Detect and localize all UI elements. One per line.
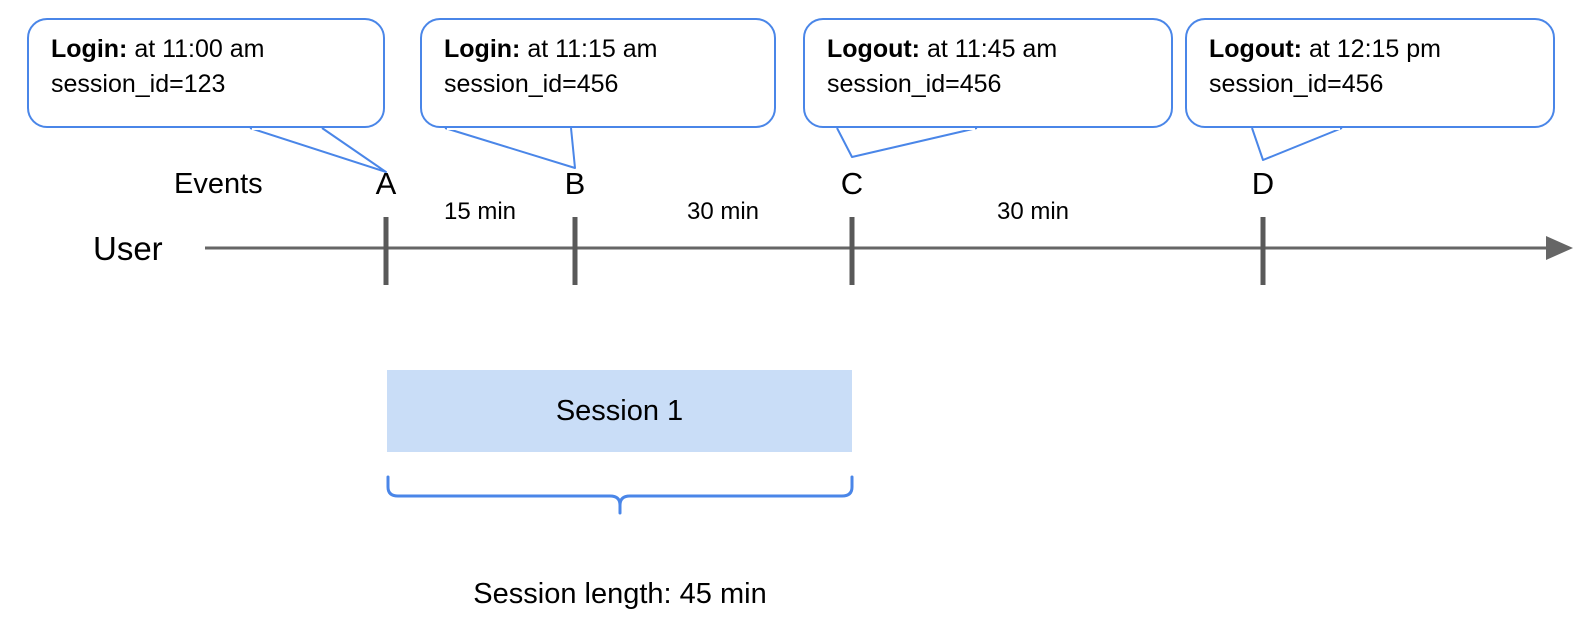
callout-a-kind: Login: xyxy=(51,35,128,63)
interval-label-a-b: 15 min xyxy=(443,198,517,225)
callout-a-line1: Login: at 11:00 am xyxy=(51,32,365,67)
callout-tail-c xyxy=(836,127,978,158)
session-bar: Session 1 xyxy=(387,370,852,452)
user-row-label: User xyxy=(93,230,163,267)
callout-c-time: at 11:45 am xyxy=(926,35,1058,63)
interval-label-b-c: 30 min xyxy=(686,198,760,225)
callout-a-session: session_id=123 xyxy=(51,69,226,98)
callout-a-time: at 11:00 am xyxy=(134,35,265,63)
callout-event-d: Logout: at 12:15 pm session_id=456 xyxy=(1185,18,1555,128)
event-label-b: B xyxy=(564,166,586,201)
callout-c-kind: Logout: xyxy=(827,35,921,63)
callout-b-time: at 11:15 am xyxy=(527,35,658,63)
interval-label-c-d: 30 min xyxy=(996,198,1070,225)
callout-c-session: session_id=456 xyxy=(827,69,1002,98)
callout-d-session: session_id=456 xyxy=(1209,69,1384,98)
event-label-a: A xyxy=(375,166,397,201)
events-row-label: Events xyxy=(174,168,263,200)
callout-b-session: session_id=456 xyxy=(444,69,619,98)
callout-d-line1: Logout: at 12:15 pm xyxy=(1209,32,1535,67)
session-length-caption: Session length: 45 min xyxy=(473,578,767,610)
callout-tails xyxy=(249,124,1343,173)
event-label-c: C xyxy=(840,166,864,201)
callout-event-b: Login: at 11:15 am session_id=456 xyxy=(420,18,776,128)
callout-b-kind: Login: xyxy=(444,35,521,63)
callout-tail-d xyxy=(1251,127,1343,161)
callout-event-a: Login: at 11:00 am session_id=123 xyxy=(27,18,385,128)
event-ticks xyxy=(383,217,1266,285)
callout-d-time: at 12:15 pm xyxy=(1308,35,1441,63)
session-brace xyxy=(386,475,854,515)
callout-tail-b xyxy=(444,127,576,169)
callout-b-line1: Login: at 11:15 am xyxy=(444,32,756,67)
callout-c-line1: Logout: at 11:45 am xyxy=(827,32,1153,67)
callout-event-c: Logout: at 11:45 am session_id=456 xyxy=(803,18,1173,128)
callout-d-kind: Logout: xyxy=(1209,35,1303,63)
session-bar-label: Session 1 xyxy=(555,394,684,427)
event-label-d: D xyxy=(1251,166,1275,201)
